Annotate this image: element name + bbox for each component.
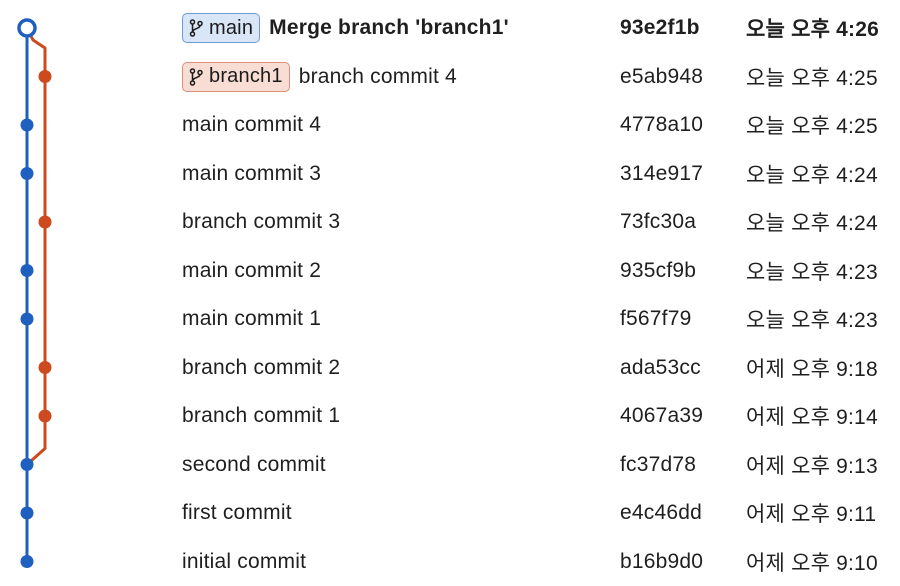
commit-node — [20, 506, 34, 520]
git-branch-icon — [189, 19, 203, 37]
commit-node — [20, 555, 34, 568]
commit-date: 오늘 오후 4:25 — [746, 115, 878, 138]
commit-row[interactable]: main commit 4 4778a10 오늘 오후 4:25 — [0, 101, 900, 149]
commit-message: branch commit 4 — [298, 64, 457, 88]
commit-message: main commit 1 — [182, 307, 322, 330]
commit-hash: 93e2f1b — [620, 16, 700, 39]
commit-node — [38, 70, 52, 83]
commit-date: 오늘 오후 4:24 — [746, 163, 878, 187]
commit-message: branch commit 1 — [182, 404, 341, 427]
commit-message: main commit 2 — [182, 258, 322, 282]
commit-message-cell: branch1 branch commit 4 — [182, 53, 457, 101]
commit-date: 오늘 오후 4:24 — [746, 212, 878, 235]
commit-hash: 314e917 — [620, 161, 704, 185]
commit-date: 어제 오후 9:18 — [746, 357, 878, 381]
commit-row[interactable]: main Merge branch 'branch1' 93e2f1b 오늘 오후 4… — [0, 4, 900, 52]
commit-message-cell: initial commit — [182, 538, 306, 586]
commit-message-cell: main commit 3 — [182, 150, 321, 198]
branch-label-text: main — [209, 16, 254, 39]
commit-message-cell: branch commit 3 — [182, 198, 340, 246]
commit-message: branch commit 2 — [182, 355, 341, 379]
branch-label-text: branch1 — [209, 65, 283, 87]
commit-row[interactable]: first commit e4c46dd 어제 오후 9:11 — [0, 489, 900, 537]
commit-date: 어제 오후 9:13 — [746, 454, 878, 478]
commit-hash: 73fc30a — [620, 210, 697, 233]
commit-message-cell: main Merge branch 'branch1' — [182, 4, 509, 52]
commit-hash: 4067a39 — [620, 404, 704, 427]
commit-row[interactable]: main commit 1 f567f79 오늘 오후 4:23 — [0, 295, 900, 343]
commit-row[interactable]: branch commit 1 4067a39 어제 오후 9:14 — [0, 392, 900, 440]
commit-message-cell: branch commit 1 — [182, 392, 340, 440]
commit-row[interactable]: second commit fc37d78 어제 오후 9:13 — [0, 441, 900, 489]
commit-hash: 4778a10 — [620, 113, 704, 136]
commit-row[interactable]: initial commit b16b9d0 어제 오후 9:10 — [0, 538, 900, 586]
commit-message: second commit — [182, 452, 326, 476]
commit-date: 어제 오후 9:11 — [746, 503, 877, 526]
commit-message-cell: main commit 2 — [182, 247, 321, 295]
commit-hash: e4c46dd — [620, 501, 702, 524]
branch-label-branch1[interactable]: branch1 — [182, 61, 290, 92]
commit-hash: fc37d78 — [620, 452, 697, 476]
commit-row[interactable]: branch1 branch commit 4 e5ab948 오늘 오후 4:25 — [0, 53, 900, 101]
commit-message: Merge branch 'branch1' — [269, 16, 509, 39]
commit-date: 오늘 오후 4:23 — [746, 309, 878, 332]
commit-node — [20, 118, 34, 132]
commit-row[interactable]: branch commit 2 ada53cc 어제 오후 9:18 — [0, 344, 900, 392]
commit-hash: f567f79 — [620, 307, 692, 330]
commit-hash: b16b9d0 — [620, 549, 704, 573]
commit-message: first commit — [182, 501, 292, 524]
commit-hash: 935cf9b — [620, 258, 697, 282]
commit-node — [20, 167, 34, 180]
commit-date: 어제 오후 9:14 — [746, 406, 878, 429]
commit-message: main commit 3 — [182, 161, 322, 185]
commit-date: 오늘 오후 4:25 — [746, 66, 878, 90]
commit-node — [20, 264, 34, 277]
commit-node — [38, 361, 52, 374]
commit-node — [38, 409, 52, 423]
commit-message: initial commit — [182, 549, 307, 573]
commit-date: 어제 오후 9:10 — [746, 551, 878, 575]
commit-message: branch commit 3 — [182, 210, 341, 233]
commit-message-cell: main commit 1 — [182, 295, 321, 343]
commit-row[interactable]: main commit 2 935cf9b 오늘 오후 4:23 — [0, 247, 900, 295]
commit-node — [38, 215, 52, 229]
commit-message-cell: first commit — [182, 489, 292, 537]
commit-row[interactable]: main commit 3 314e917 오늘 오후 4:24 — [0, 150, 900, 198]
commit-graph — [17, 18, 52, 568]
head-commit-node — [17, 18, 37, 38]
commit-message-cell: main commit 4 — [182, 101, 321, 149]
commit-message-cell: branch commit 2 — [182, 344, 340, 392]
git-branch-icon — [189, 67, 203, 86]
branch-label-main[interactable]: main — [182, 13, 261, 43]
commit-message-cell: second commit — [182, 441, 326, 489]
commit-node — [20, 312, 34, 326]
commit-message: main commit 4 — [182, 113, 322, 136]
commit-row[interactable]: branch commit 3 73fc30a 오늘 오후 4:24 — [0, 198, 900, 246]
commit-node — [20, 458, 34, 471]
commit-hash: e5ab948 — [620, 64, 704, 88]
commit-hash: ada53cc — [620, 355, 701, 379]
commit-date: 오늘 오후 4:23 — [746, 260, 878, 284]
commit-date: 오늘 오후 4:26 — [746, 18, 879, 41]
